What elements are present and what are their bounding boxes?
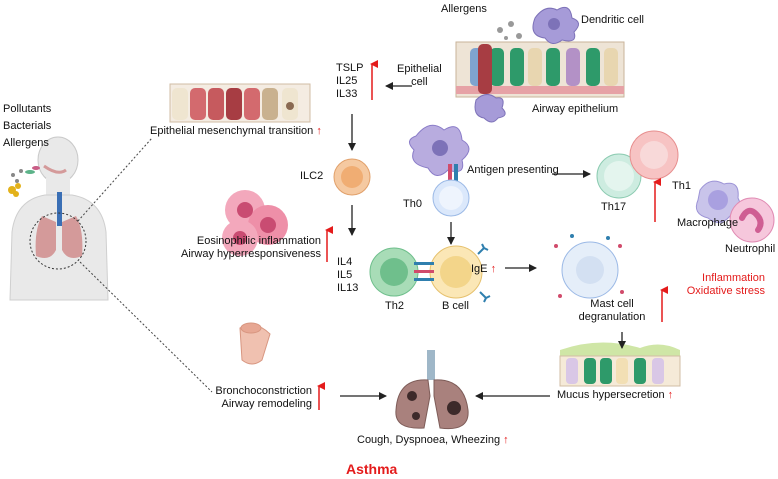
label-eosinophilic: Eosinophilic inflammation Airway hyperre… (149, 235, 321, 261)
label-eos-1: Eosinophilic inflammation (196, 235, 321, 247)
label-antigen-presenting: Antigen presenting (467, 164, 559, 176)
bronchus-tube (239, 322, 271, 365)
label-mast-cell: Mast cell degranulation (566, 298, 658, 324)
dendritic-cell-top (532, 6, 579, 44)
label-ige-text: IgE (471, 263, 488, 275)
human-figure (9, 136, 213, 393)
label-dendritic-cell: Dendritic cell (581, 14, 644, 26)
label-epithelial: Epithelial (397, 63, 442, 75)
label-th0: Th0 (403, 198, 422, 210)
label-emt: Epithelial mesenchymal transition ↑ (150, 125, 322, 138)
cytokine-tslp: TSLP (336, 62, 364, 74)
emt-epithelium-illustration (169, 83, 311, 123)
ilc2-cell (333, 158, 371, 196)
label-broncho-1: Bronchoconstriction (215, 385, 312, 397)
label-mucus: Mucus hypersecretion ↑ (557, 389, 673, 402)
title-asthma: Asthma (346, 461, 398, 477)
flow-arrows (340, 82, 626, 400)
label-mast-1: Mast cell (590, 298, 634, 310)
label-ige: IgE ↑ (471, 263, 496, 276)
label-bcell: B cell (442, 300, 469, 312)
neutrophil-cell (729, 197, 775, 243)
label-allergens-top: Allergens (441, 3, 487, 15)
left-labels: Pollutants Bacterials Allergens (3, 101, 51, 152)
macrophage-cell (695, 180, 742, 223)
dendritic-cell-lower (474, 94, 506, 123)
cytokine-il33: IL33 (336, 88, 358, 100)
label-broncho-2: Airway remodeling (221, 398, 312, 410)
th2-cell (369, 247, 419, 297)
label-bacterials: Bacterials (3, 120, 52, 132)
cytokine-il25: IL25 (336, 75, 358, 87)
cytokines-mid-list: IL4 IL5 IL13 (337, 256, 358, 295)
label-mast-2: degranulation (578, 311, 646, 323)
ige-up-arrow: ↑ (490, 263, 497, 275)
label-infl-2: Oxidative stress (686, 285, 765, 297)
airway-epithelium-illustration (455, 41, 625, 98)
label-th2: Th2 (385, 300, 404, 312)
label-mucus-text: Mucus hypersecretion (557, 389, 665, 401)
label-cell: cell (411, 76, 428, 88)
label-th17: Th17 (601, 201, 627, 213)
label-neutrophil: Neutrophil (725, 243, 776, 255)
receptor-connectors (414, 243, 491, 303)
label-epithelial-cell: Epithelial cell (397, 63, 442, 89)
th0-cell (432, 179, 470, 217)
cytokines-top-list: TSLP IL25 IL33 (336, 62, 364, 101)
th17-cell (596, 153, 642, 199)
allergen-particles-top (497, 21, 522, 40)
pollutant-particles (8, 166, 40, 197)
label-symptoms-text: Cough, Dyspnoea, Wheezing (357, 434, 501, 446)
lungs-illustration (395, 350, 469, 430)
label-bronchoconstriction: Bronchoconstriction Airway remodeling (200, 385, 312, 411)
symptoms-up-arrow: ↑ (503, 434, 509, 446)
label-allergens-left: Allergens (3, 137, 49, 149)
eosinophil-cells (222, 190, 288, 256)
mast-cell (554, 234, 624, 299)
label-macrophage: Macrophage (677, 217, 739, 229)
mucus-up-arrow: ↑ (667, 389, 674, 401)
label-inflammation: Inflammation Oxidative stress (673, 272, 765, 298)
emt-up-arrow: ↑ (316, 125, 322, 137)
label-eos-2: Airway hyperresponsiveness (180, 248, 321, 260)
label-symptoms: Cough, Dyspnoea, Wheezing ↑ (357, 434, 509, 447)
red-increase-arrows (317, 60, 668, 410)
cytokine-il5: IL5 (337, 269, 353, 281)
antigen-presenting-dendritic-cell (409, 124, 470, 184)
label-infl-1: Inflammation (702, 272, 765, 284)
label-airway-epithelium: Airway epithelium (532, 103, 619, 115)
cytokine-il13: IL13 (337, 282, 359, 294)
label-pollutants: Pollutants (3, 103, 52, 115)
label-th1: Th1 (672, 180, 691, 192)
mucus-epithelium-illustration (559, 342, 681, 387)
th1-cell (629, 130, 679, 180)
label-ilc2: ILC2 (300, 170, 324, 182)
cytokine-il4: IL4 (337, 256, 353, 268)
bcell-cell (429, 245, 483, 299)
label-emt-text: Epithelial mesenchymal transition (150, 125, 314, 137)
